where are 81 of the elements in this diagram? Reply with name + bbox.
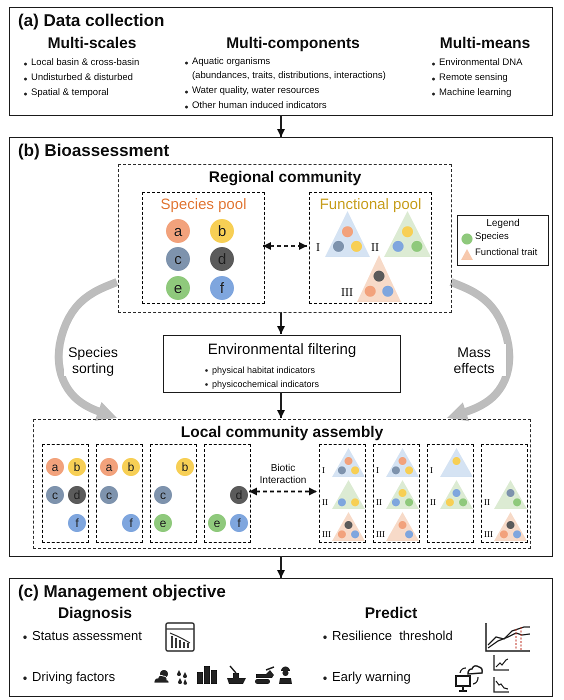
section-title: (b) Bioassessment [18, 141, 170, 161]
roman-numeral: I [322, 466, 325, 475]
species-circle: f [68, 514, 86, 532]
dashed-box [204, 444, 251, 543]
heading: Predict [364, 605, 418, 623]
roman-numeral: II [322, 498, 328, 507]
roman-numeral: I [376, 466, 379, 475]
species-circle: f [210, 276, 234, 300]
dashed-pool-box [142, 192, 265, 304]
arrow [263, 242, 307, 250]
species-circle: b [210, 219, 234, 243]
species-circle: c [46, 486, 64, 504]
heading: Regional community [208, 169, 362, 187]
roman-numeral: II [371, 241, 379, 254]
heading: Multi-scales [46, 35, 138, 53]
species-circle: c [166, 247, 190, 271]
roman-numeral: II [484, 498, 490, 507]
dashed-box [150, 444, 197, 543]
species-circle: a [100, 458, 118, 476]
heading: Local community assembly [180, 424, 384, 442]
roman-numeral: III [341, 286, 353, 298]
bullet-item: Machine learning [431, 88, 512, 99]
arrow [277, 116, 285, 137]
bullet-item: physicochemical indicators [204, 379, 320, 390]
bullet-item: Remote sensing [431, 73, 508, 84]
species-circle: b [176, 458, 194, 476]
bullet-item-continued: (abundances, traits, distributions, interactions) [192, 71, 386, 82]
dashed-box [427, 444, 474, 543]
dashed-group-box [118, 164, 452, 313]
arrow [277, 392, 285, 418]
heading: Diagnosis [56, 605, 134, 623]
species-circle: d [210, 247, 234, 271]
heading: Species pool [160, 196, 248, 214]
dashed-box [42, 444, 89, 543]
bullet-item: Spatial & temporal [23, 88, 109, 99]
arrow [277, 312, 285, 334]
species-circle: e [208, 514, 226, 532]
species-circle: d [68, 486, 86, 504]
bullet-item: Aquatic organisms [184, 57, 270, 68]
species-circle: c [100, 486, 118, 504]
roman-numeral: III [484, 530, 493, 539]
roman-numeral: II [376, 498, 382, 507]
dashed-group-box [33, 419, 531, 549]
bullet-item: physical habitat indicators [204, 365, 316, 376]
species-circle: e [166, 276, 190, 300]
dashed-box [319, 444, 366, 543]
roman-numeral: II [430, 498, 436, 507]
roman-numeral: III [376, 530, 385, 539]
bullet-item: Driving factors [22, 670, 116, 685]
section-panel [9, 7, 553, 116]
heading: Functional pool [318, 196, 422, 214]
dashed-pool-box [309, 192, 432, 304]
species-circle: e [154, 514, 172, 532]
section-title: (a) Data collection [18, 11, 164, 31]
dashed-box [481, 444, 528, 543]
bullet-item: Early warning [322, 670, 411, 685]
arrow [277, 557, 285, 578]
section-panel [163, 335, 401, 393]
heading: Multi-components [225, 35, 361, 53]
species-circle: b [68, 458, 86, 476]
heading: Environmental filtering [206, 341, 358, 358]
legend-title: Legend [485, 218, 521, 230]
species-circle: f [230, 514, 248, 532]
species-circle: c [154, 486, 172, 504]
roman-numeral: III [322, 530, 331, 539]
section-title: (c) Management objective [18, 582, 226, 602]
dashed-box [373, 444, 420, 543]
legend-label: Species [475, 232, 509, 243]
species-circle: d [230, 486, 248, 504]
curved-arrow [54, 278, 118, 421]
species-circle: a [166, 219, 190, 243]
arrow [249, 488, 317, 496]
roman-numeral: I [430, 466, 433, 475]
species-circle: a [46, 458, 64, 476]
roman-numeral: I [316, 241, 320, 254]
species-circle: f [122, 514, 140, 532]
bullet-item: Water quality, water resources [184, 86, 320, 97]
heading: Multi-means [438, 35, 532, 53]
legend-label: Functional trait [475, 248, 538, 259]
species-circle: b [122, 458, 140, 476]
dashed-box [96, 444, 143, 543]
